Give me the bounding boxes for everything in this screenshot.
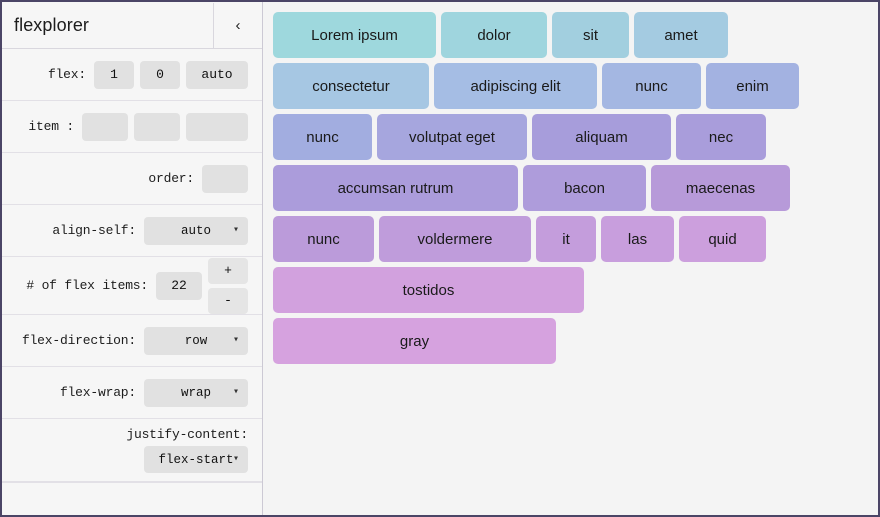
flex-wrap-value: wrap — [180, 385, 211, 400]
flex-item[interactable]: quid — [679, 216, 766, 262]
flex-item-label: consectetur — [312, 77, 390, 95]
app-title: flexplorer — [14, 14, 90, 35]
flex-shrink-input[interactable] — [140, 60, 180, 89]
flex-item-label: adipiscing elit — [470, 77, 561, 95]
align-self-select[interactable]: auto ▾ — [144, 216, 248, 245]
flex-container: Lorem ipsum dolor sit amet consectetur adipis… — [271, 10, 870, 367]
flex-direction-label: flex-direction: — [21, 333, 136, 348]
flex-item[interactable]: dolor — [441, 12, 547, 58]
flex-direction-select[interactable]: row ▾ — [144, 326, 248, 355]
justify-content-value: flex-start — [158, 452, 234, 467]
flex-item-count-label: # of flex items: — [26, 278, 148, 293]
chevron-down-icon: ▾ — [232, 453, 239, 465]
flex-item-label: voldermere — [417, 230, 493, 248]
flex-item[interactable]: nunc — [273, 114, 372, 160]
chevron-down-icon: ▾ — [232, 386, 239, 398]
flex-item[interactable]: adipiscing elit — [434, 63, 597, 109]
flex-item-label: quid — [708, 230, 737, 248]
flex-item-label: nunc — [307, 230, 340, 248]
item-label: item : — [28, 119, 74, 134]
flex-item[interactable]: enim — [706, 63, 799, 109]
flex-item-label: gray — [399, 332, 430, 350]
justify-content-row: justify-content: flex-start ▾ — [2, 419, 262, 482]
flex-item-count-input[interactable] — [156, 271, 202, 300]
sidebar-spacer — [2, 482, 262, 483]
flex-wrap-select[interactable]: wrap ▾ — [144, 378, 248, 407]
flex-item-label: it — [562, 230, 570, 248]
flex-item[interactable]: aliquam — [532, 114, 671, 160]
flex-item-count-stepper: + - — [208, 257, 248, 314]
flex-item-label: nec — [708, 128, 734, 146]
flex-item-label: Lorem ipsum — [311, 26, 398, 44]
flex-item[interactable]: nunc — [273, 216, 374, 262]
flex-item[interactable]: accumsan rutrum — [273, 165, 518, 211]
flex-item[interactable]: gray — [273, 318, 556, 364]
flex-wrap-label: flex-wrap: — [59, 385, 136, 400]
decrement-button[interactable]: - — [208, 287, 248, 314]
flex-item-count-row: # of flex items: + - — [2, 257, 262, 315]
controls-sidebar: flexplorer ‹ flex: item : order: align-s… — [2, 2, 263, 515]
flex-item[interactable]: volutpat eget — [377, 114, 527, 160]
sidebar-footer — [2, 483, 262, 515]
flex-item-label: nunc — [306, 128, 339, 146]
flex-item-label: aliquam — [575, 128, 628, 146]
flex-item[interactable]: sit — [552, 12, 629, 58]
flex-direction-value: row — [184, 333, 208, 348]
item-row: item : — [2, 101, 262, 153]
align-self-row: align-self: auto ▾ — [2, 205, 262, 257]
chevron-down-icon: ▾ — [232, 224, 239, 236]
flex-wrap-row: flex-wrap: wrap ▾ — [2, 367, 262, 419]
flex-item[interactable]: nec — [676, 114, 766, 160]
flex-item-label: nunc — [635, 77, 668, 95]
flex-item-label: tostidos — [402, 281, 455, 299]
flex-preview-stage: Lorem ipsum dolor sit amet consectetur adipis… — [263, 2, 878, 515]
flex-item-label: volutpat eget — [409, 128, 495, 146]
justify-content-label: justify-content: — [126, 427, 248, 442]
item-grow-input[interactable] — [82, 112, 128, 141]
flex-item-label: bacon — [564, 179, 605, 197]
flex-item[interactable]: Lorem ipsum — [273, 12, 436, 58]
justify-content-select[interactable]: flex-start ▾ — [144, 446, 248, 473]
flex-item-label: las — [627, 230, 648, 248]
flex-item-label: sit — [583, 26, 598, 44]
flex-grow-input[interactable] — [94, 60, 134, 89]
item-basis-input[interactable] — [186, 112, 248, 141]
sidebar-header: flexplorer ‹ — [2, 2, 262, 49]
flex-label: flex: — [47, 67, 86, 82]
chevron-left-icon[interactable]: ‹ — [213, 2, 262, 48]
flex-item[interactable]: maecenas — [651, 165, 790, 211]
order-row: order: — [2, 153, 262, 205]
align-self-label: align-self: — [52, 223, 136, 238]
flex-shorthand-row: flex: — [2, 49, 262, 101]
flex-item[interactable]: bacon — [523, 165, 646, 211]
chevron-down-icon: ▾ — [232, 334, 239, 346]
flex-item[interactable]: las — [601, 216, 674, 262]
flex-item[interactable]: nunc — [602, 63, 701, 109]
flex-item-label: maecenas — [685, 179, 756, 197]
flex-item-label: accumsan rutrum — [337, 179, 454, 197]
align-self-value: auto — [180, 223, 211, 238]
flex-item[interactable]: amet — [634, 12, 728, 58]
flex-item-label: amet — [664, 26, 698, 44]
flex-item[interactable]: consectetur — [273, 63, 429, 109]
flex-item[interactable]: tostidos — [273, 267, 584, 313]
flex-item-label: enim — [736, 77, 769, 95]
flex-item[interactable]: voldermere — [379, 216, 531, 262]
item-shrink-input[interactable] — [134, 112, 180, 141]
order-input[interactable] — [202, 164, 248, 193]
increment-button[interactable]: + — [208, 257, 248, 284]
flex-item-label: dolor — [477, 26, 511, 44]
flex-basis-input[interactable] — [186, 60, 248, 89]
flex-direction-row: flex-direction: row ▾ — [2, 315, 262, 367]
order-label: order: — [148, 171, 194, 186]
flex-item[interactable]: it — [536, 216, 596, 262]
